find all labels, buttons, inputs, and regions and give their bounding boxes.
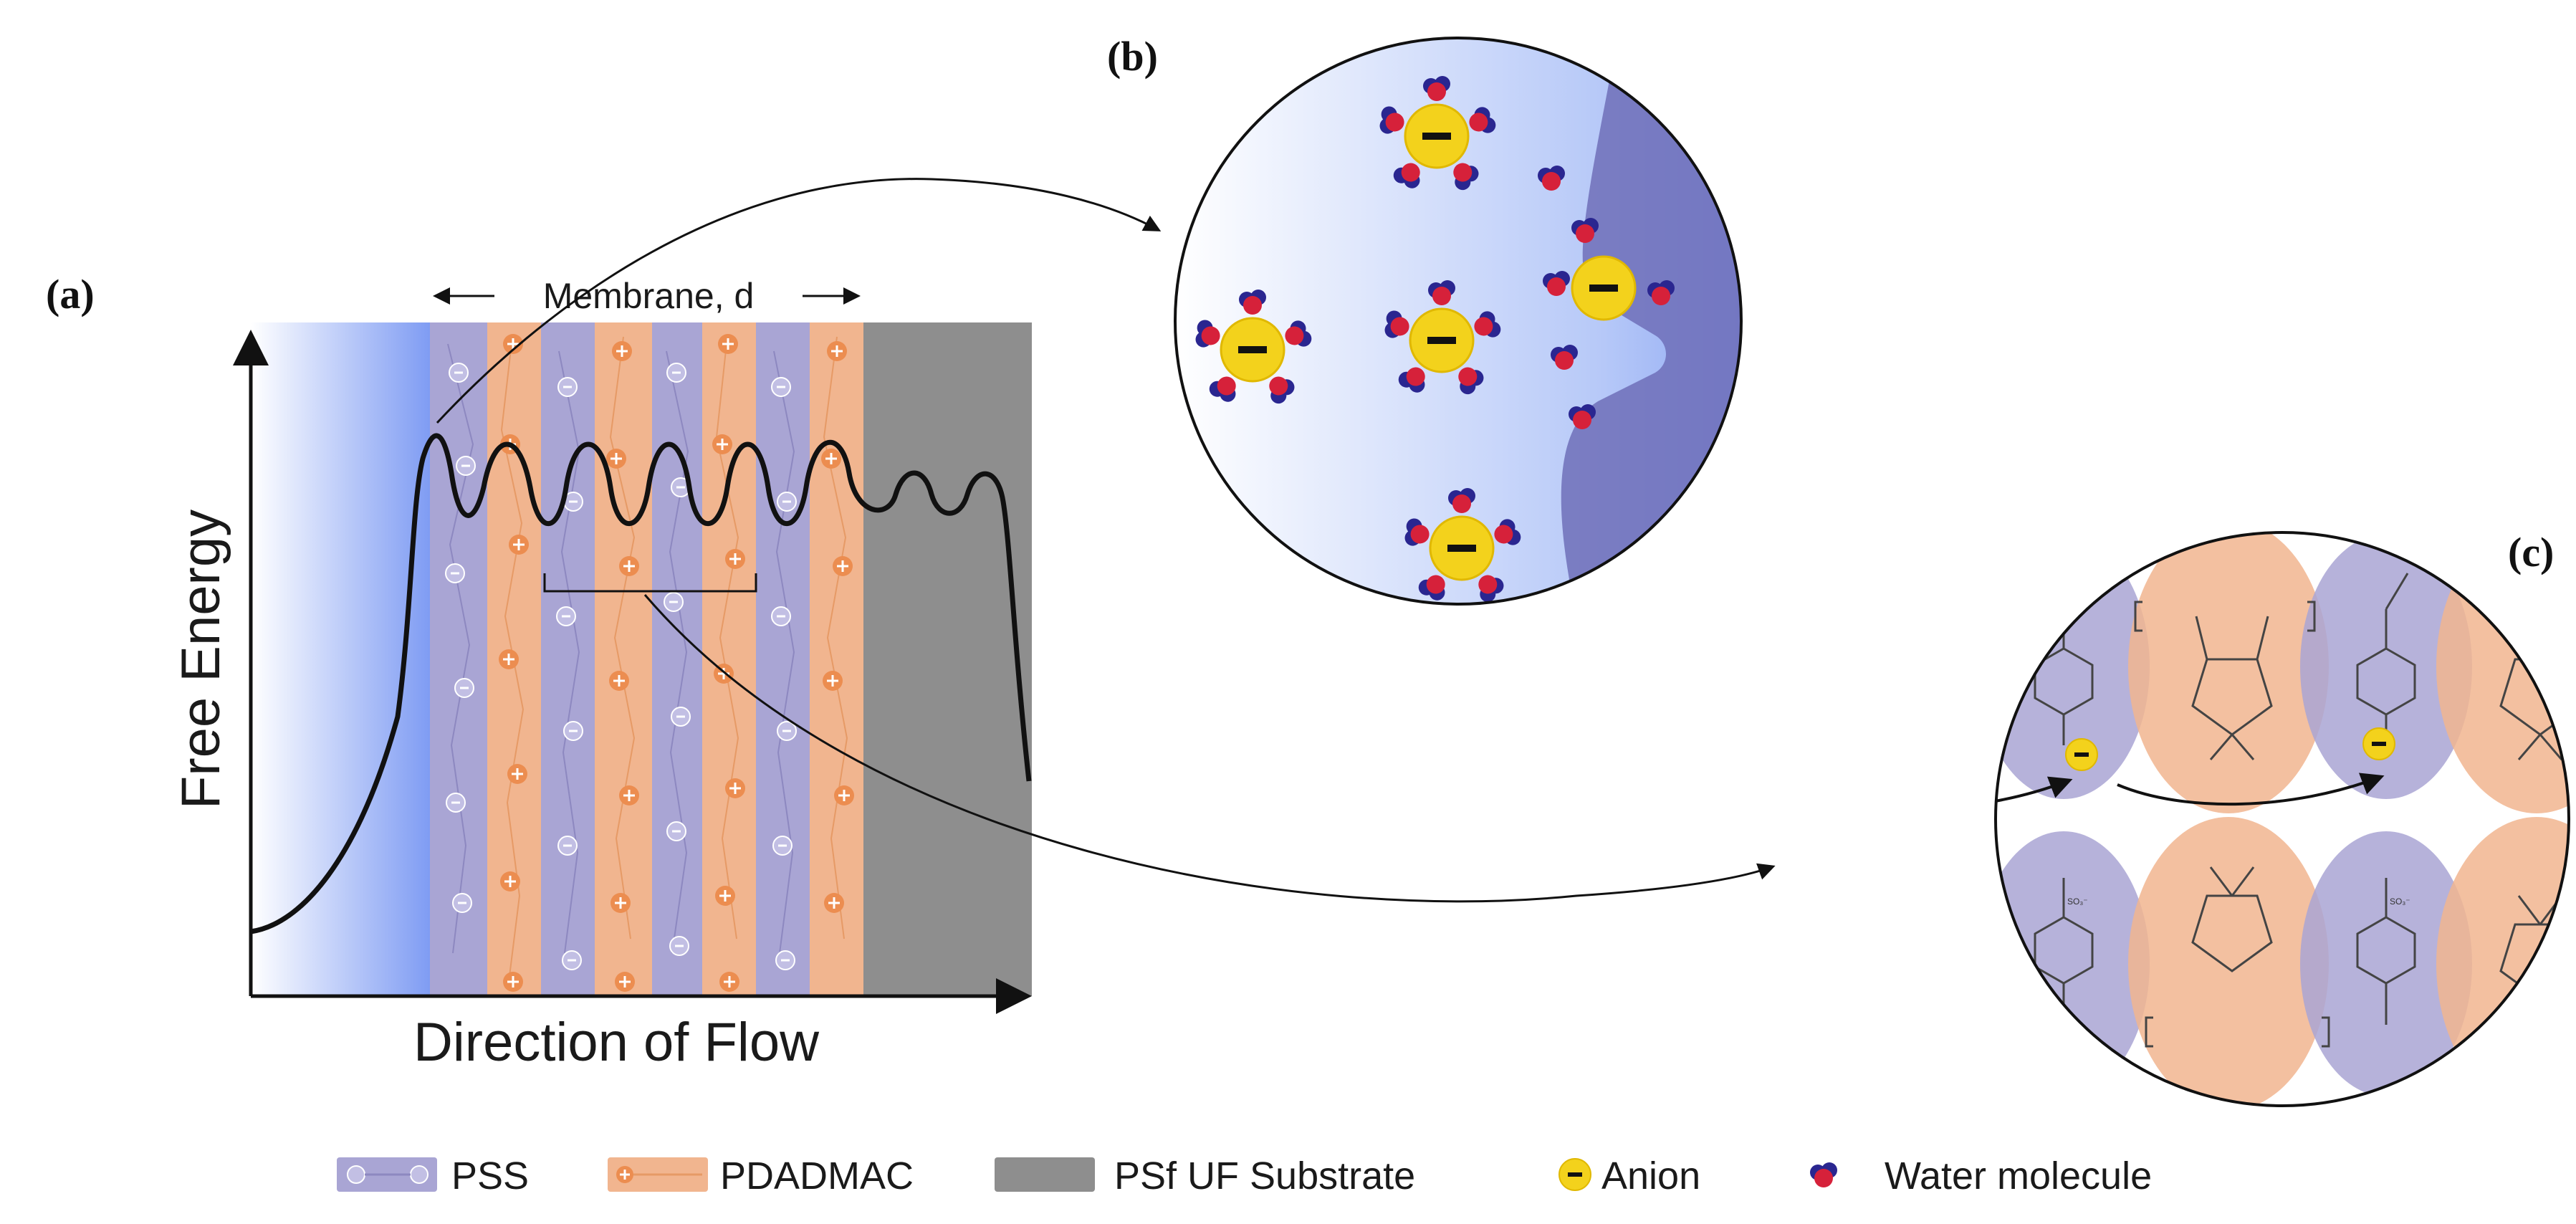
anion-hop-arrow (2117, 773, 2385, 806)
anion-hop-arrow (1996, 776, 2073, 811)
legend-item-psf: PSf UF Substrate (995, 1154, 1415, 1197)
pss-layer (756, 322, 810, 996)
chemical-structures (2034, 573, 2569, 1048)
feed-solution-region (251, 322, 430, 996)
pss-layer (652, 322, 702, 996)
legend-item-pss: PSS (337, 1154, 529, 1197)
sulfonate-label: SO₃⁻ (2390, 897, 2410, 907)
x-axis-label: Direction of Flow (413, 1012, 820, 1073)
panel-b (1174, 37, 1743, 606)
positive-charge-signs (503, 338, 850, 988)
legend-label-anion: Anion (1601, 1154, 1700, 1197)
panel-label-a: (a) (46, 271, 95, 317)
anion (1571, 255, 1637, 321)
legend-label-pdadmac: PDADMAC (720, 1154, 914, 1197)
legend-item-anion: Anion (1558, 1154, 1700, 1197)
pss-domain (1996, 534, 2150, 799)
anion (2065, 738, 2098, 771)
negative-charge-signs (451, 371, 791, 962)
legend-label-pss: PSS (451, 1154, 529, 1197)
legend: PSS PDADMAC PSf UF Substrate Anion Water… (337, 1154, 2152, 1197)
anion (2362, 727, 2395, 760)
panel-label-b: (b) (1107, 33, 1158, 80)
negative-charges (445, 363, 797, 970)
pss-layer (541, 322, 595, 996)
membrane-label: Membrane, d (543, 276, 755, 316)
legend-label-psf: PSf UF Substrate (1114, 1154, 1415, 1197)
pdadmac-domain (2128, 532, 2329, 813)
connector-to-panel-c (643, 594, 1776, 903)
anion-icon (1558, 1158, 1591, 1191)
water-molecule-icon (1810, 1162, 1837, 1187)
panel-a: Free Energy Direction of Flow Membrane, … (171, 276, 1032, 1073)
panel-label-c: (c) (2508, 529, 2554, 575)
anion (1799, 776, 1830, 808)
legend-item-water: Water molecule (1810, 1154, 2152, 1197)
y-axis-label: Free Energy (171, 510, 231, 809)
legend-item-pdadmac: PDADMAC (608, 1154, 914, 1197)
psf-substrate (863, 322, 1032, 996)
free-energy-curve (250, 433, 1032, 934)
pdadmac-domain (2128, 817, 2329, 1106)
pss-domain (2300, 831, 2472, 1096)
pss-domain (2300, 534, 2472, 799)
panel-c: SO₃⁻ SO₃⁻ (1799, 531, 2570, 1107)
connector-to-panel-b (436, 178, 1162, 424)
legend-label-water: Water molecule (1885, 1154, 2152, 1197)
zoom-bracket (543, 573, 757, 593)
sulfonate-label: SO₃⁻ (2067, 897, 2088, 907)
